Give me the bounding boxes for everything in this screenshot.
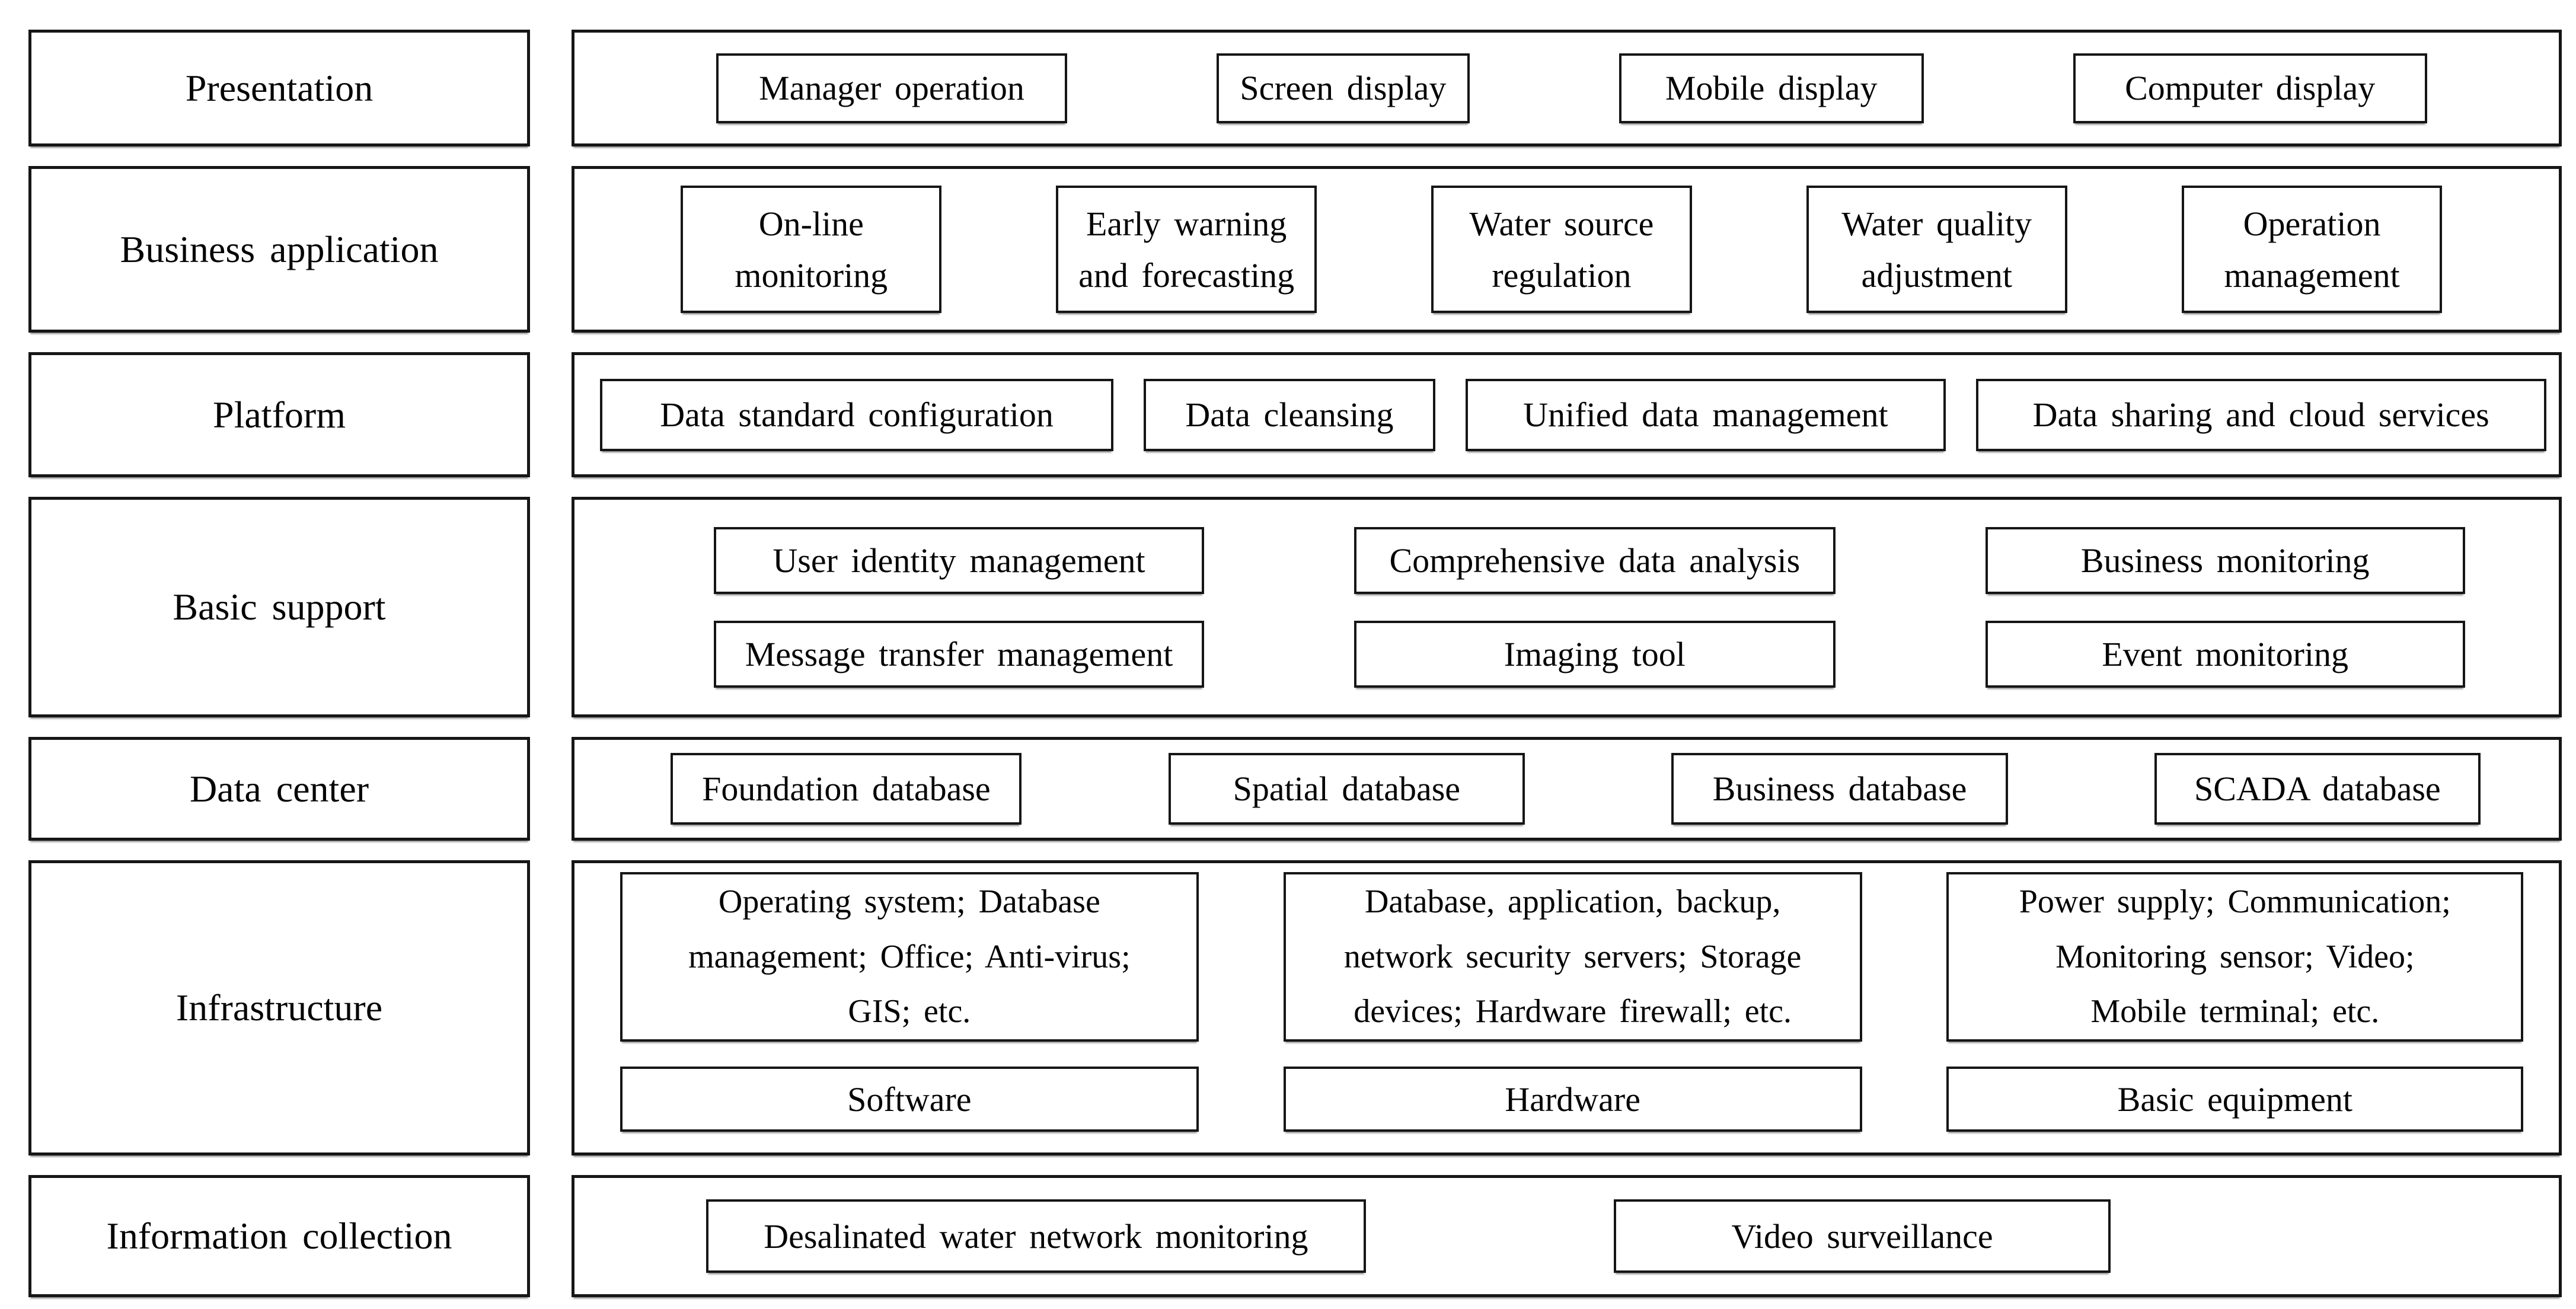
layer-content-platform: Data standard configuration Data cleansi… [572, 352, 2562, 477]
box-software-label: Software [620, 1067, 1199, 1132]
layer-business-application: Business application On-line monitoring … [28, 166, 2562, 333]
layer-content-data-center: Foundation database Spatial database Bus… [572, 737, 2562, 841]
basic-support-column-1: User identity management Message transfe… [714, 526, 1205, 688]
layer-label-business-application: Business application [28, 166, 530, 333]
box-screen-display: Screen display [1216, 53, 1470, 123]
box-hardware-description: Database, application, backup, network s… [1283, 872, 1862, 1042]
infrastructure-column-software: Operating system; Database management; O… [620, 872, 1199, 1132]
box-business-database: Business database [1671, 753, 2008, 825]
layer-content-infrastructure: Operating system; Database management; O… [572, 860, 2562, 1155]
box-user-identity-management: User identity management [714, 526, 1205, 594]
box-imaging-tool: Imaging tool [1354, 620, 1836, 688]
layer-label-presentation: Presentation [28, 30, 530, 146]
box-data-cleansing: Data cleansing [1143, 378, 1436, 451]
box-hardware-label: Hardware [1283, 1067, 1862, 1132]
box-early-warning-forecasting: Early warning and forecasting [1056, 186, 1317, 313]
box-software-description: Operating system; Database management; O… [620, 872, 1199, 1042]
layer-basic-support: Basic support User identity management M… [28, 497, 2562, 717]
box-data-sharing-cloud-services: Data sharing and cloud services [1975, 378, 2546, 451]
layer-presentation: Presentation Manager operation Screen di… [28, 30, 2562, 146]
layer-data-center: Data center Foundation database Spatial … [28, 737, 2562, 841]
box-water-source-regulation: Water source regulation [1431, 186, 1692, 313]
layer-content-presentation: Manager operation Screen display Mobile … [572, 30, 2562, 146]
layer-platform: Platform Data standard configuration Dat… [28, 352, 2562, 477]
box-comprehensive-data-analysis: Comprehensive data analysis [1354, 526, 1836, 594]
box-unified-data-management: Unified data management [1465, 378, 1946, 451]
layer-label-infrastructure: Infrastructure [28, 860, 530, 1155]
box-video-surveillance: Video surveillance [1614, 1199, 2111, 1273]
box-water-quality-adjustment: Water quality adjustment [1806, 186, 2067, 313]
box-foundation-database: Foundation database [671, 753, 1022, 825]
basic-support-column-2: Comprehensive data analysis Imaging tool [1354, 526, 1836, 688]
box-message-transfer-management: Message transfer management [714, 620, 1205, 688]
infrastructure-column-basic-equipment: Power supply; Communication; Monitoring … [1946, 872, 2524, 1132]
layer-label-basic-support: Basic support [28, 497, 530, 717]
layer-content-information-collection: Desalinated water network monitoring Vid… [572, 1175, 2562, 1297]
basic-support-column-3: Business monitoring Event monitoring [1985, 526, 2465, 688]
box-desalinated-water-network-monitoring: Desalinated water network monitoring [706, 1199, 1366, 1273]
layer-label-platform: Platform [28, 352, 530, 477]
box-event-monitoring: Event monitoring [1985, 620, 2465, 688]
box-online-monitoring: On-line monitoring [681, 186, 942, 313]
box-data-standard-configuration: Data standard configuration [599, 378, 1114, 451]
box-basic-equipment-description: Power supply; Communication; Monitoring … [1946, 872, 2524, 1042]
box-mobile-display: Mobile display [1619, 53, 1924, 123]
box-scada-database: SCADA database [2154, 753, 2481, 825]
layer-label-data-center: Data center [28, 737, 530, 841]
layer-label-information-collection: Information collection [28, 1175, 530, 1297]
box-computer-display: Computer display [2073, 53, 2427, 123]
layer-information-collection: Information collection Desalinated water… [28, 1175, 2562, 1297]
box-operation-management: Operation management [2181, 186, 2443, 313]
layer-content-business-application: On-line monitoring Early warning and for… [572, 166, 2562, 333]
box-business-monitoring: Business monitoring [1985, 526, 2465, 594]
layer-content-basic-support: User identity management Message transfe… [572, 497, 2562, 717]
layer-infrastructure: Infrastructure Operating system; Databas… [28, 860, 2562, 1155]
box-basic-equipment-label: Basic equipment [1946, 1067, 2524, 1132]
box-spatial-database: Spatial database [1168, 753, 1525, 825]
box-manager-operation: Manager operation [716, 53, 1067, 123]
infrastructure-column-hardware: Database, application, backup, network s… [1283, 872, 1862, 1132]
